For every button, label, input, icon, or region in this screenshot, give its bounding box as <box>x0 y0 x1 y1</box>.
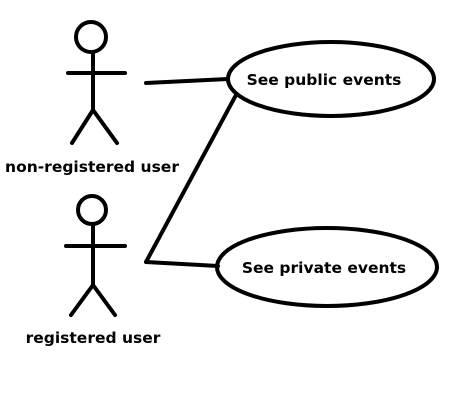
use-case-label-private-events: See private events <box>242 259 406 277</box>
use-case-label-public-events: See public events <box>247 71 402 89</box>
association-non-registered-to-public <box>144 77 230 85</box>
actor-registered-user <box>64 194 127 317</box>
actor-left-leg <box>70 108 95 145</box>
use-case-private-events <box>215 226 439 308</box>
actor-label-registered-user: registered user <box>26 329 161 347</box>
actor-non-registered-user <box>66 20 127 145</box>
association-registered-to-public <box>144 93 238 264</box>
actor-head <box>74 20 108 54</box>
use-case-public-events <box>226 40 436 118</box>
actor-left-leg <box>69 283 95 317</box>
actor-right-leg <box>91 108 119 145</box>
actor-right-leg <box>91 283 117 317</box>
actor-label-non-registered-user: non-registered user <box>5 158 179 176</box>
actor-head <box>76 194 108 226</box>
association-registered-to-private <box>144 260 220 268</box>
